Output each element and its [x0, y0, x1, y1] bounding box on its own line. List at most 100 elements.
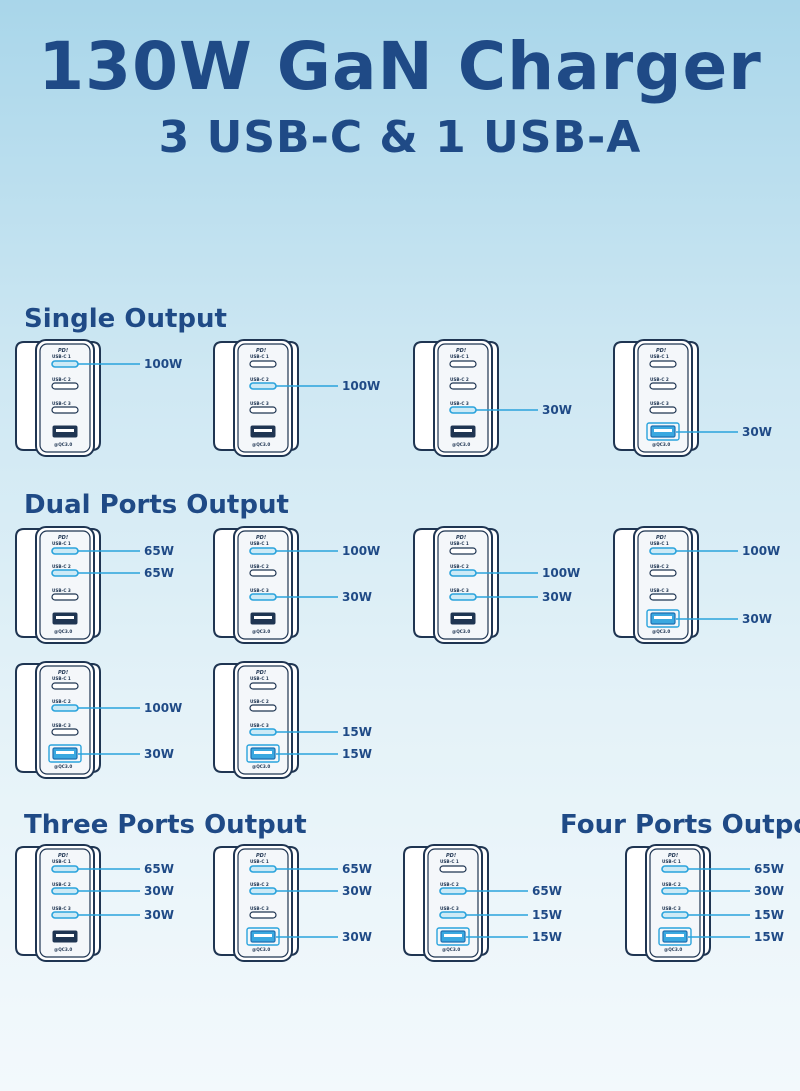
port-label-c2: USB-C 2: [440, 882, 459, 887]
watt-label-c3: 30W: [542, 590, 572, 604]
section-heading-four: Four Ports Outpot: [560, 810, 800, 840]
watt-label-c2: 65W: [532, 884, 562, 898]
section-heading-dual: Dual Ports Output: [24, 490, 289, 520]
usb-c-port-1: [649, 360, 677, 368]
usb-a-slot: [654, 429, 672, 432]
port-label-c2: USB-C 2: [52, 564, 71, 569]
usb-c-port-2: [51, 382, 79, 390]
charger-face: [39, 665, 91, 775]
usb-c-port-3: [51, 406, 79, 414]
port-label-c2: USB-C 2: [650, 377, 669, 382]
port-label-c1: USB-C 1: [52, 541, 71, 546]
usb-c-port-3: [249, 728, 277, 736]
watt-label-c3: 15W: [342, 725, 372, 739]
watt-label-c1: 65W: [754, 862, 784, 876]
usb-a-slot: [56, 616, 74, 619]
usb-c-port-3: [649, 593, 677, 601]
port-label-c1: USB-C 1: [662, 859, 681, 864]
charger-face: [39, 343, 91, 453]
qc-label: @QC3.0: [442, 947, 460, 952]
watt-label-c2: 30W: [342, 884, 372, 898]
usb-a-slot: [654, 616, 672, 619]
qc-label: @QC3.0: [252, 947, 270, 952]
port-label-c3: USB-C 3: [250, 723, 269, 728]
port-label-c2: USB-C 2: [650, 564, 669, 569]
port-label-c3: USB-C 3: [650, 588, 669, 593]
usb-c-port-1: [51, 360, 79, 368]
port-label-c3: USB-C 3: [450, 401, 469, 406]
watt-label-c3: 15W: [532, 908, 562, 922]
qc-label: @QC3.0: [664, 947, 682, 952]
usb-c-port-2: [449, 569, 477, 577]
charger-face: [427, 848, 479, 958]
port-label-c2: USB-C 2: [450, 564, 469, 569]
pd-label: PD!: [58, 535, 68, 541]
usb-c-port-2: [249, 704, 277, 712]
watt-label-c1: 100W: [742, 544, 780, 558]
qc-label: @QC3.0: [54, 629, 72, 634]
usb-a-slot: [254, 934, 272, 937]
pd-label: PD!: [256, 535, 266, 541]
usb-c-port-1: [249, 547, 277, 555]
usb-c-port-2: [51, 569, 79, 577]
qc-label: @QC3.0: [652, 442, 670, 447]
usb-c-port-1: [449, 360, 477, 368]
usb-c-port-3: [449, 406, 477, 414]
watt-label-a: 15W: [532, 930, 562, 944]
usb-c-port-3: [439, 911, 467, 919]
usb-a-slot: [254, 751, 272, 754]
port-label-c1: USB-C 1: [52, 859, 71, 864]
usb-c-port-1: [439, 865, 467, 873]
charger-face: [237, 343, 289, 453]
watt-label-c2: 30W: [754, 884, 784, 898]
usb-a-slot: [444, 934, 462, 937]
port-label-c1: USB-C 1: [250, 354, 269, 359]
charger-face: [437, 343, 489, 453]
usb-a-slot: [56, 751, 74, 754]
port-label-c2: USB-C 2: [250, 564, 269, 569]
qc-label: @QC3.0: [252, 764, 270, 769]
watt-label-a: 15W: [342, 747, 372, 761]
usb-c-port-3: [661, 911, 689, 919]
port-label-c1: USB-C 1: [650, 354, 669, 359]
watt-label-c3: 15W: [754, 908, 784, 922]
pd-label: PD!: [668, 853, 678, 859]
charger-face: [649, 848, 701, 958]
usb-c-port-1: [51, 547, 79, 555]
qc-label: @QC3.0: [652, 629, 670, 634]
port-label-c3: USB-C 3: [250, 906, 269, 911]
usb-c-port-2: [249, 569, 277, 577]
pd-label: PD!: [456, 348, 466, 354]
port-label-c2: USB-C 2: [450, 377, 469, 382]
usb-a-slot: [454, 616, 472, 619]
qc-label: @QC3.0: [452, 629, 470, 634]
port-label-c1: USB-C 1: [250, 859, 269, 864]
pd-label: PD!: [58, 348, 68, 354]
port-label-c2: USB-C 2: [250, 699, 269, 704]
usb-c-port-1: [51, 682, 79, 690]
usb-a-slot: [254, 616, 272, 619]
usb-c-port-3: [449, 593, 477, 601]
pd-label: PD!: [656, 535, 666, 541]
port-label-c2: USB-C 2: [662, 882, 681, 887]
usb-c-port-2: [249, 382, 277, 390]
port-label-c1: USB-C 1: [250, 676, 269, 681]
usb-c-port-3: [249, 911, 277, 919]
pd-label: PD!: [256, 348, 266, 354]
port-label-c3: USB-C 3: [440, 906, 459, 911]
watt-label-c3: 30W: [542, 403, 572, 417]
watt-label-a: 30W: [342, 930, 372, 944]
usb-a-slot: [56, 934, 74, 937]
port-label-c1: USB-C 1: [52, 354, 71, 359]
watt-label-c1: 65W: [342, 862, 372, 876]
usb-c-port-2: [649, 569, 677, 577]
port-label-c2: USB-C 2: [52, 377, 71, 382]
